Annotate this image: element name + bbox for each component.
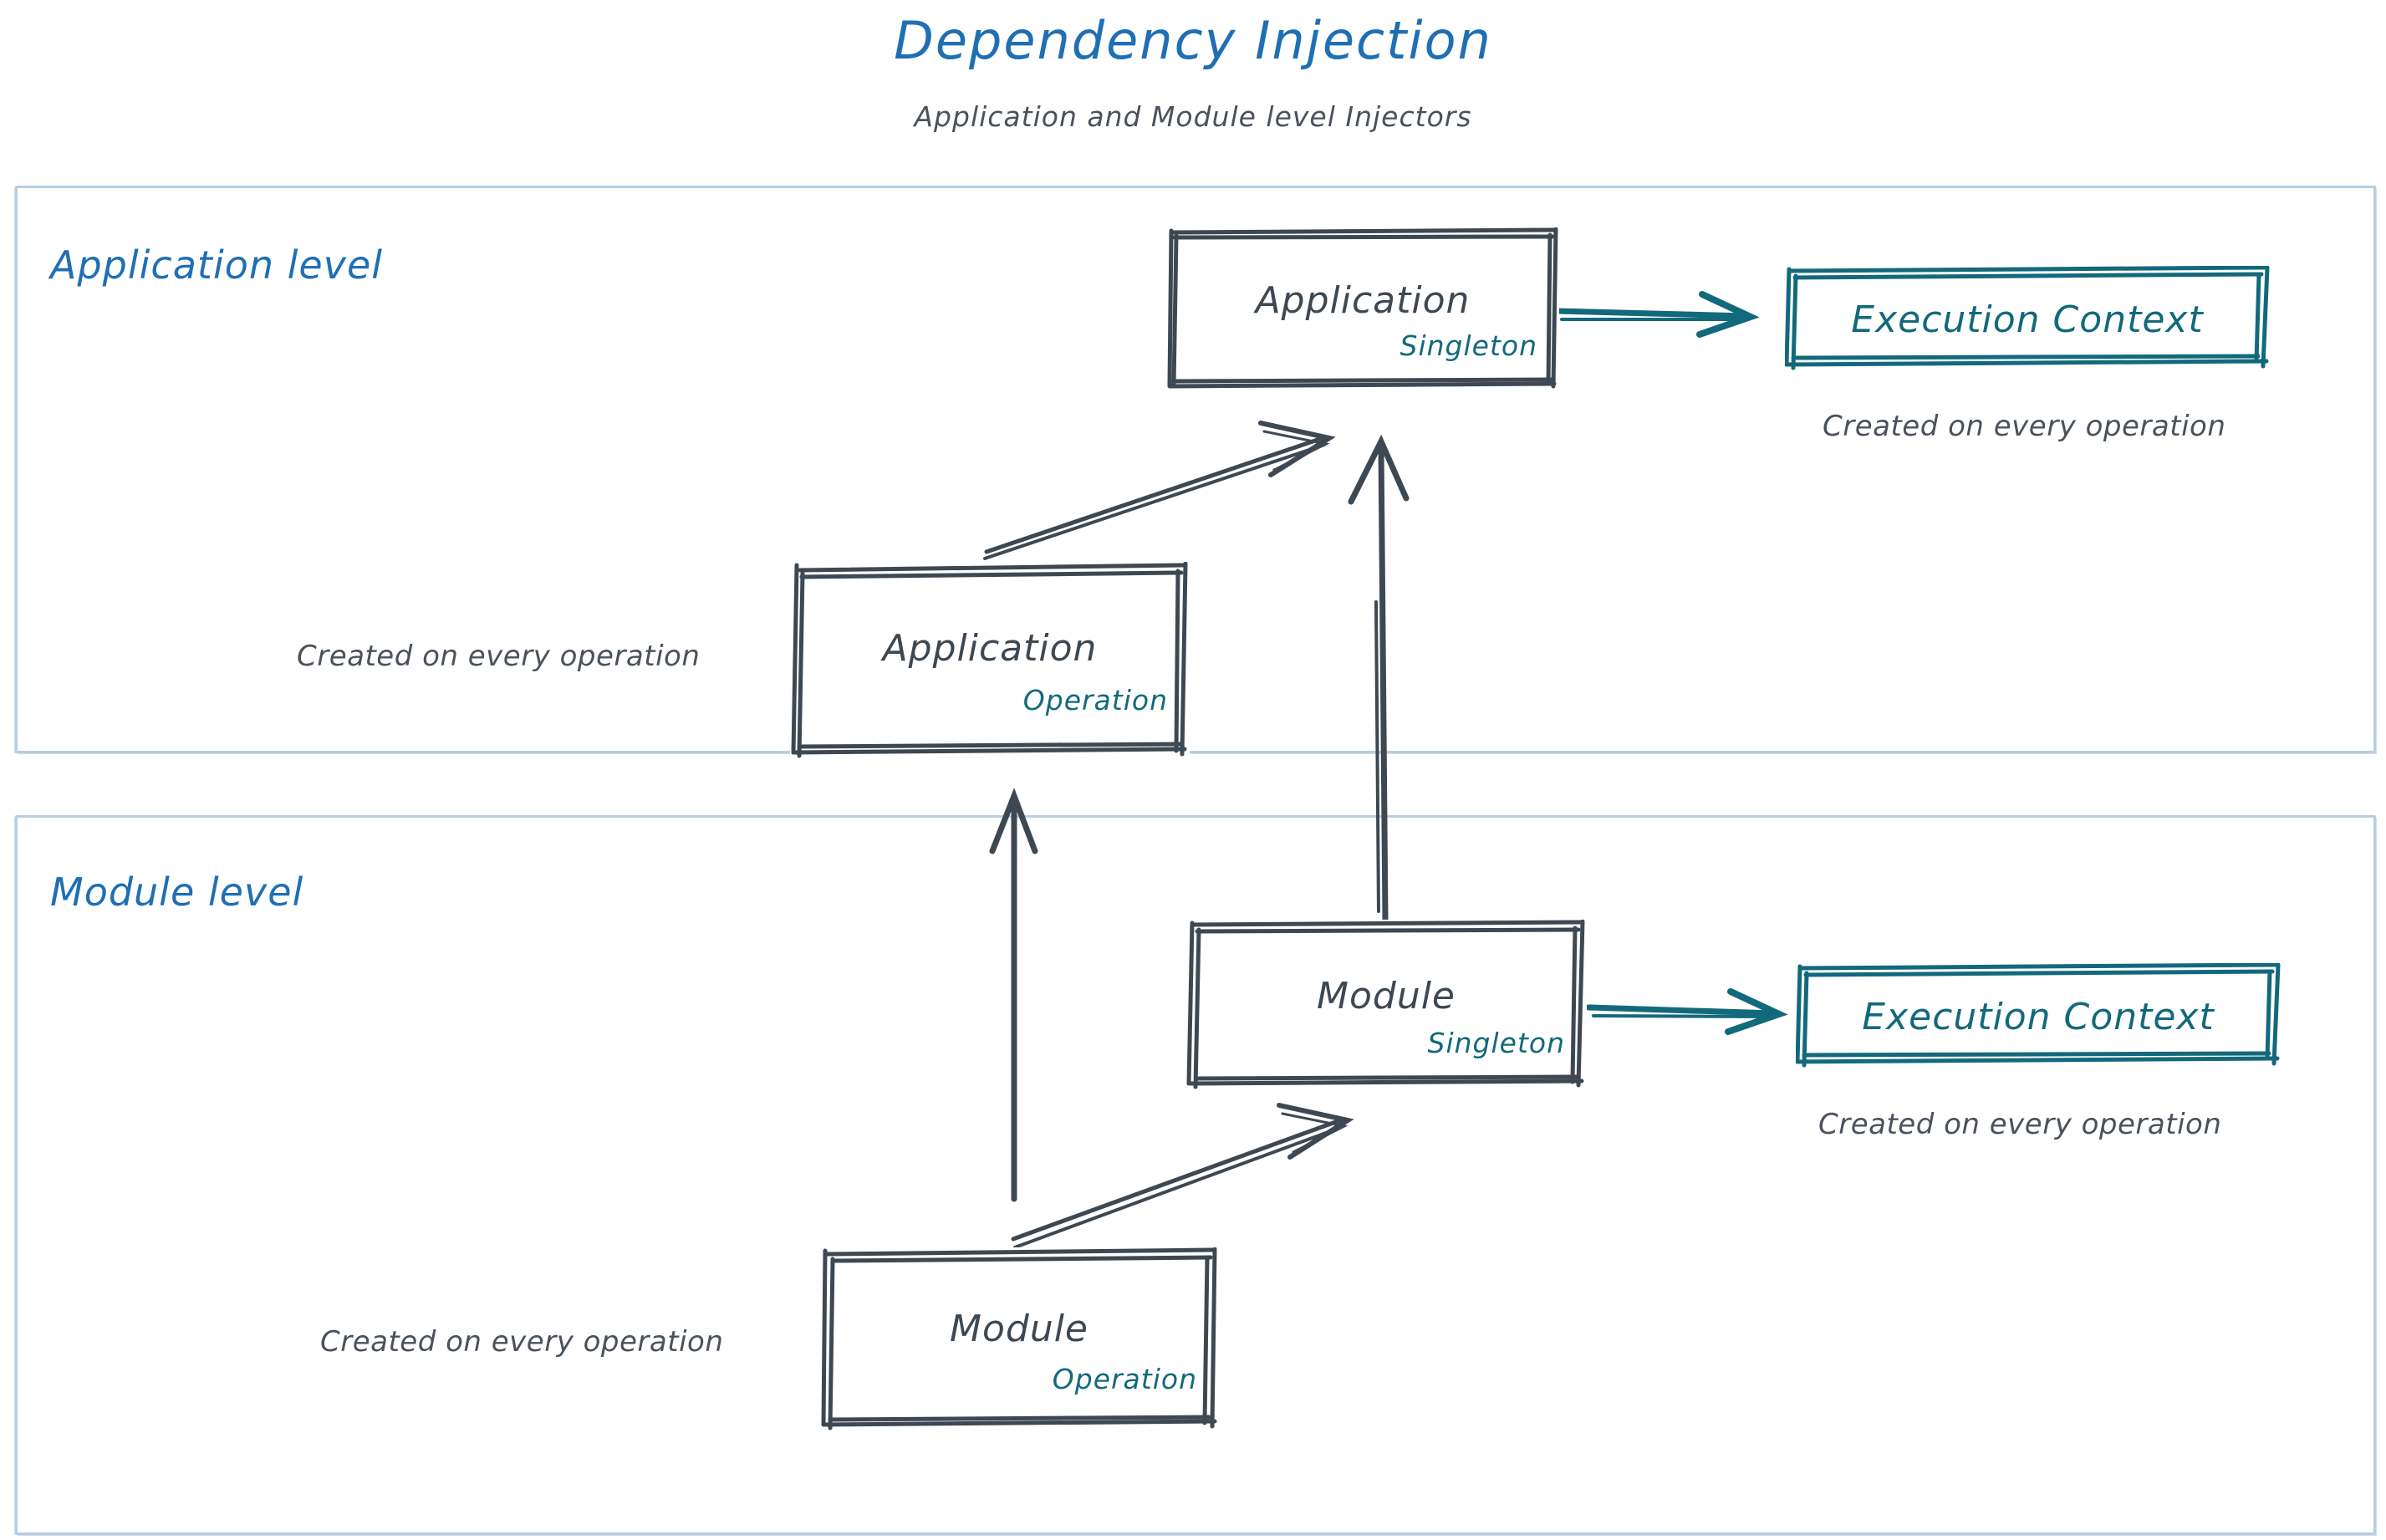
execution-context-module-caption: Created on every operation [1818, 1108, 2222, 1141]
node-title: Application [882, 627, 1098, 670]
node-application-operation[interactable]: Application Operation [790, 562, 1190, 761]
node-title: Application [1255, 279, 1471, 322]
node-title: Module [1317, 975, 1456, 1017]
execution-context-label: Execution Context [1851, 298, 2204, 341]
node-module-operation[interactable]: Module Operation [819, 1247, 1219, 1433]
node-scope-badge: Operation [1052, 1363, 1197, 1395]
node-scope-badge: Operation [1022, 684, 1168, 716]
application-operation-caption: Created on every operation [297, 640, 701, 673]
execution-context-application-caption: Created on every operation [1823, 410, 2226, 443]
page-title: Dependency Injection [894, 10, 1492, 71]
module-operation-caption: Created on every operation [320, 1325, 724, 1359]
node-title: Module [950, 1308, 1088, 1350]
execution-context-label: Execution Context [1862, 995, 2215, 1038]
page-subtitle: Application and Module level Injectors [914, 100, 1472, 133]
node-scope-badge: Singleton [1399, 329, 1537, 362]
sketch-box-border [1795, 962, 2281, 1068]
node-scope-badge: Singleton [1427, 1027, 1565, 1059]
sketch-box-border [1784, 265, 2270, 370]
application-level-label: Application level [50, 242, 384, 288]
node-execution-context-application[interactable]: Execution Context [1784, 265, 2270, 373]
node-application-singleton[interactable]: Application Singleton [1166, 227, 1559, 390]
module-level-label: Module level [50, 869, 304, 915]
node-execution-context-module[interactable]: Execution Context [1795, 962, 2281, 1070]
node-module-singleton[interactable]: Module Singleton [1185, 920, 1587, 1091]
